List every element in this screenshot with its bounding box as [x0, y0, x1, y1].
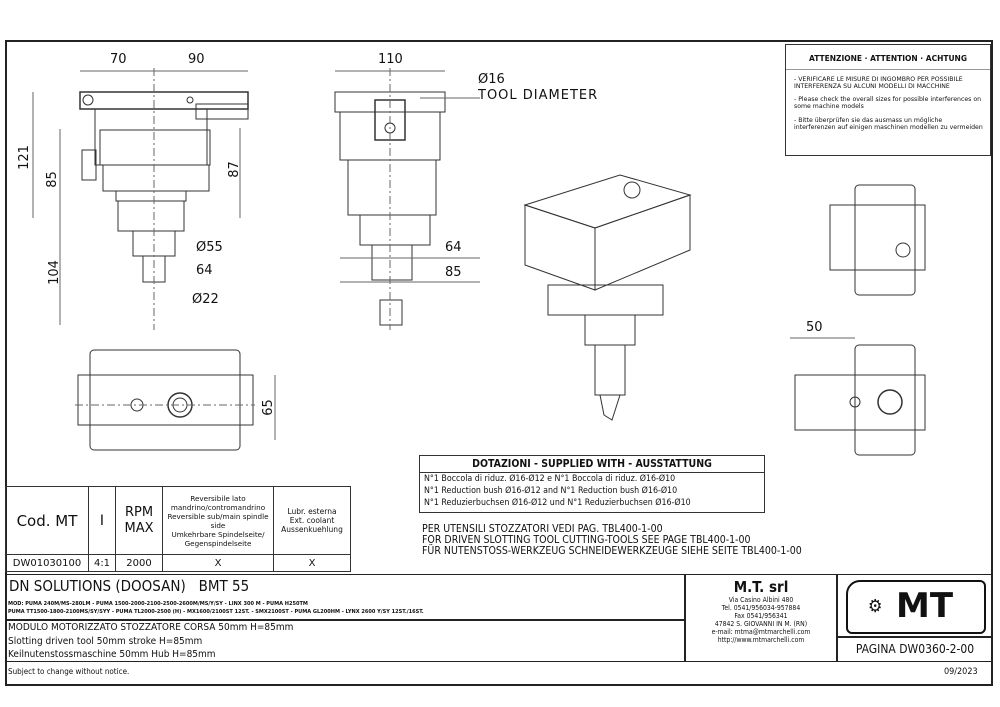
- supplied-with-box: DOTAZIONI - SUPPLIED WITH - AUSSTATTUNG …: [419, 455, 765, 513]
- tools-note: PER UTENSILI STOZZATORI VEDI PAG. TBL400…: [422, 524, 802, 557]
- description-line: Slotting driven tool 50mm stroke H=85mm: [8, 635, 203, 647]
- dim-104: 104: [46, 260, 62, 285]
- description-block: MODULO MOTORIZZATO STOZZATORE CORSA 50mm…: [5, 620, 685, 662]
- spec-table: Cod. MT I RPM MAX Reversibile lato mandr…: [5, 486, 351, 572]
- company-fax: Fax 0541/956341: [734, 612, 788, 620]
- description-line: MODULO MOTORIZZATO STOZZATORE CORSA 50mm…: [8, 622, 294, 633]
- attention-item: - VERIFICARE LE MISURE DI INGOMBRO PER P…: [794, 76, 963, 91]
- table-row: DW01030100 4:1 2000 X X: [5, 554, 351, 572]
- dim-64-side: 64: [445, 240, 462, 255]
- models-line: PUMA TT1500-1800-2100MS/SY/SYY - PUMA TL…: [8, 609, 424, 615]
- dim-65: 65: [260, 399, 276, 416]
- machine-block: DN SOLUTIONS (DOOSAN) BMT 55 MOD: PUMA 2…: [5, 574, 685, 620]
- dim-85: 85: [44, 171, 60, 188]
- header-cod-mt: Cod. MT: [5, 486, 89, 555]
- dim-d16: Ø16: [478, 72, 505, 87]
- tools-note-line: PER UTENSILI STOZZATORI VEDI PAG. TBL400…: [422, 523, 663, 535]
- cell-reversible: X: [162, 554, 274, 572]
- models-line: MOD: PUMA 240M/MS-280LM - PUMA 1500-2000…: [8, 601, 308, 607]
- dim-90: 90: [188, 52, 205, 67]
- tool-icon: ⚙: [868, 596, 883, 617]
- company-website[interactable]: http://www.mtmarchelli.com: [717, 636, 805, 644]
- dim-121: 121: [16, 145, 32, 170]
- header-coolant: Lubr. esterna Ext. coolant Aussenkuehlun…: [273, 486, 351, 555]
- attention-item: - Bitte überprüfen sie das ausmass un mö…: [794, 116, 983, 131]
- top-view: [75, 349, 276, 451]
- cell-code: DW01030100: [5, 554, 89, 572]
- supplied-line: N°1 Boccola di riduz. Ø16-Ø12 e N°1 Bocc…: [424, 474, 676, 484]
- header-rpm-max: RPM MAX: [115, 486, 163, 555]
- company-block: M.T. srl Via Casino Albini 480 Tel. 0541…: [685, 574, 837, 662]
- page-number: PAGINA DW0360-2-00: [837, 637, 993, 662]
- company-phone: Tel. 0541/956034-957884: [721, 604, 801, 612]
- description-line: Keilnutenstossmaschine 50mm Hub H=85mm: [8, 649, 216, 660]
- dim-110: 110: [378, 52, 403, 67]
- dim-d22: Ø22: [192, 292, 219, 307]
- header-ratio: I: [88, 486, 116, 555]
- cell-rpm: 2000: [115, 554, 163, 572]
- isometric-view: [523, 174, 692, 421]
- disclaimer: Subject to change without notice.: [8, 667, 130, 676]
- attention-title: ATTENZIONE · ATTENTION · ACHTUNG: [786, 45, 990, 70]
- dim-64-front: 64: [196, 263, 213, 278]
- machine-title: DN SOLUTIONS (DOOSAN) BMT 55: [9, 577, 250, 595]
- dim-d55: Ø55: [196, 240, 223, 255]
- mt-logo: ⚙ MT: [846, 580, 986, 634]
- company-name: M.T. srl: [733, 578, 789, 596]
- cell-coolant: X: [273, 554, 351, 572]
- side-view: [334, 68, 480, 330]
- front-view: [32, 68, 249, 330]
- logo-text: MT: [896, 586, 954, 626]
- logo-block: ⚙ MT: [837, 574, 993, 637]
- cell-ratio: 4:1: [88, 554, 116, 572]
- dim-50: 50: [806, 320, 823, 335]
- date: 09/2023: [944, 667, 978, 677]
- dim-87: 87: [226, 161, 242, 178]
- company-email[interactable]: e-mail: mtma@mtmarchelli.com: [711, 628, 811, 636]
- tools-note-line: FOR DRIVEN SLOTTING TOOL CUTTING-TOOLS S…: [422, 534, 751, 546]
- company-address: Via Casino Albini 480: [728, 596, 794, 604]
- attention-box: ATTENZIONE · ATTENTION · ACHTUNG - VERIF…: [785, 44, 991, 156]
- sheet-border: [5, 40, 993, 686]
- supplied-line: N°1 Reduzierbuchsen Ø16-Ø12 und N°1 Redu…: [424, 498, 691, 508]
- attention-item: - Please check the overall sizes for pos…: [794, 96, 982, 111]
- company-city: 47842 S. GIOVANNI IN M. (RN): [714, 620, 808, 628]
- header-reversible: Reversibile lato mandrino/contromandrino…: [162, 486, 274, 555]
- right-views: [790, 184, 926, 456]
- dim-70: 70: [110, 52, 127, 67]
- tool-diameter-label: TOOL DIAMETER: [478, 88, 599, 103]
- tools-note-line: FÜR NUTENSTOSS-WERKZEUG SCHNEIDEWERKZEUG…: [422, 545, 802, 557]
- supplied-title: DOTAZIONI - SUPPLIED WITH - AUSSTATTUNG: [420, 456, 764, 473]
- dim-85-side: 85: [445, 265, 462, 280]
- supplied-line: N°1 Reduction bush Ø16-Ø12 and N°1 Reduc…: [424, 486, 678, 496]
